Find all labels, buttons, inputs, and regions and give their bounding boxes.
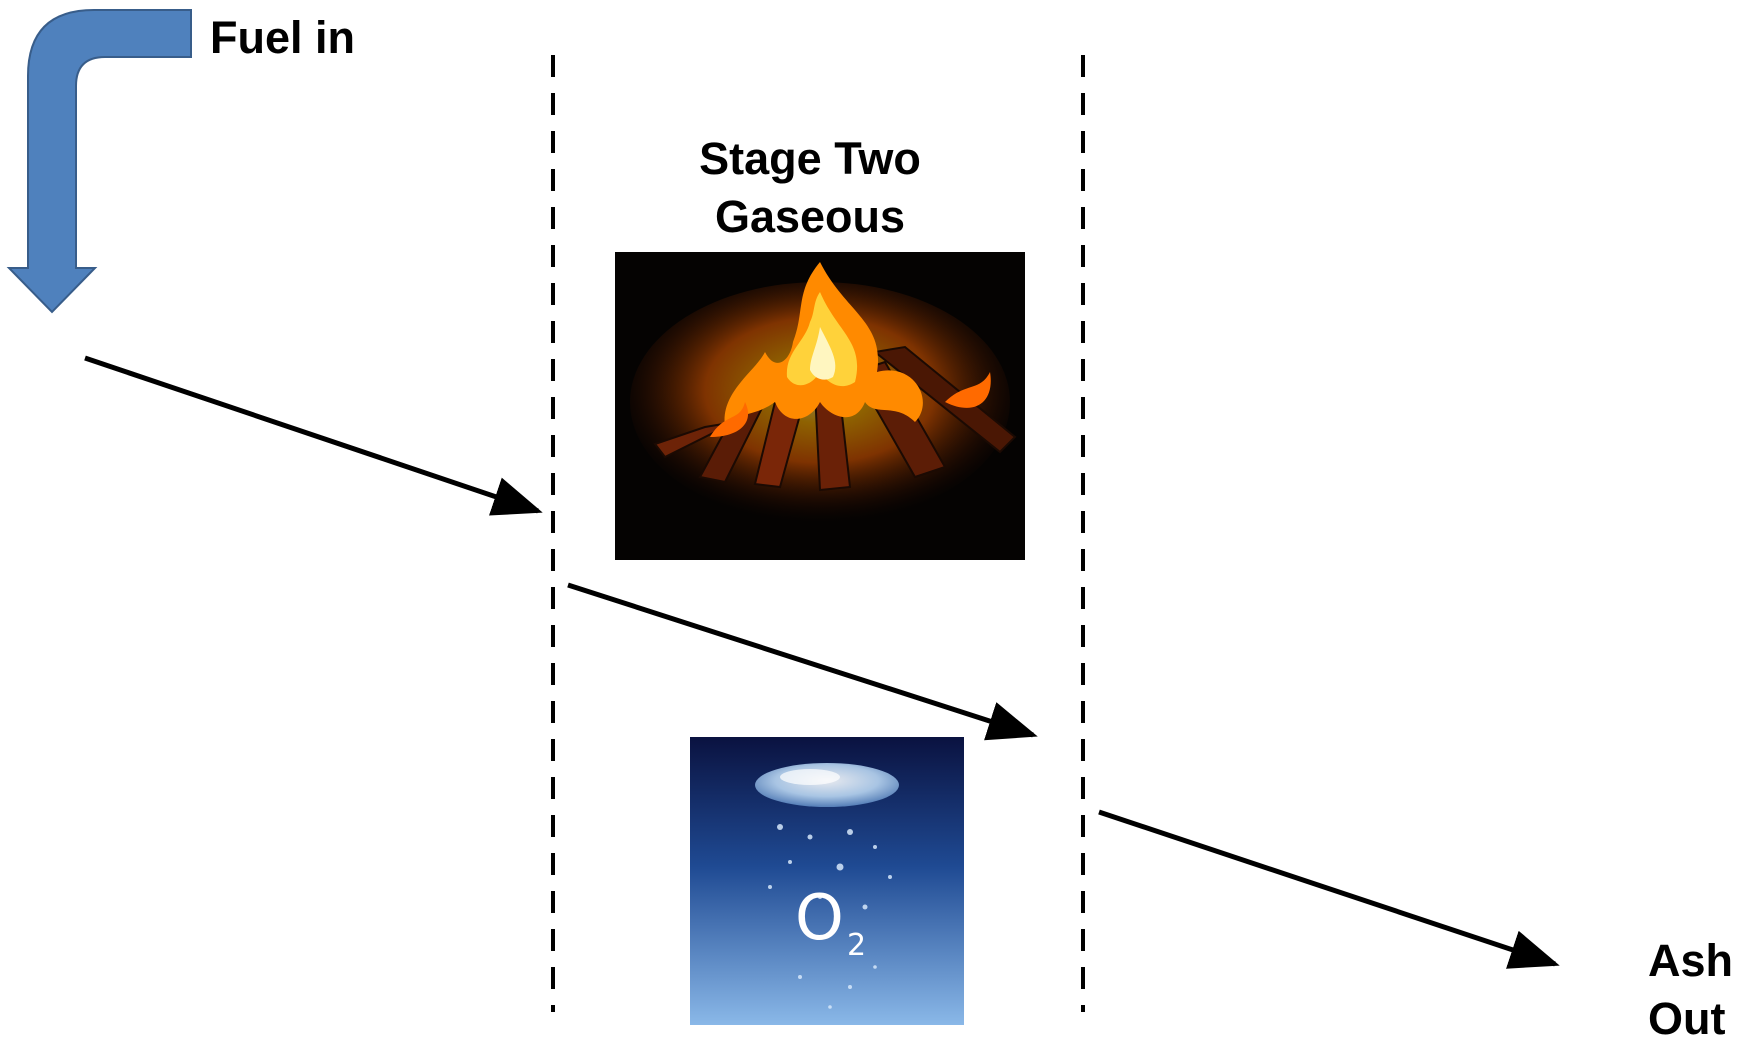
oxygen-image-graphic: O 2 (690, 737, 964, 1025)
flow-arrow-into-stage (84, 355, 543, 516)
ash-out-line-1: Ash (1648, 935, 1734, 986)
ash-out-label: Ash Out (1648, 932, 1733, 1048)
stage-title: Stage Two Gaseous (660, 130, 960, 246)
fuel-in-arrow (6, 9, 192, 314)
flow-arrow-through-stage (567, 582, 1038, 741)
oxygen-symbol: O (795, 881, 844, 954)
campfire-image (615, 252, 1025, 560)
ash-out-line-2: Out (1648, 993, 1726, 1044)
oxygen-subscript: 2 (847, 928, 866, 963)
stage-title-line-1: Stage Two (699, 133, 921, 184)
oxygen-image: O 2 (690, 737, 964, 1025)
fuel-in-label: Fuel in (210, 12, 355, 63)
flow-arrow-out-of-stage (1098, 809, 1560, 969)
stage-title-line-2: Gaseous (714, 191, 906, 242)
